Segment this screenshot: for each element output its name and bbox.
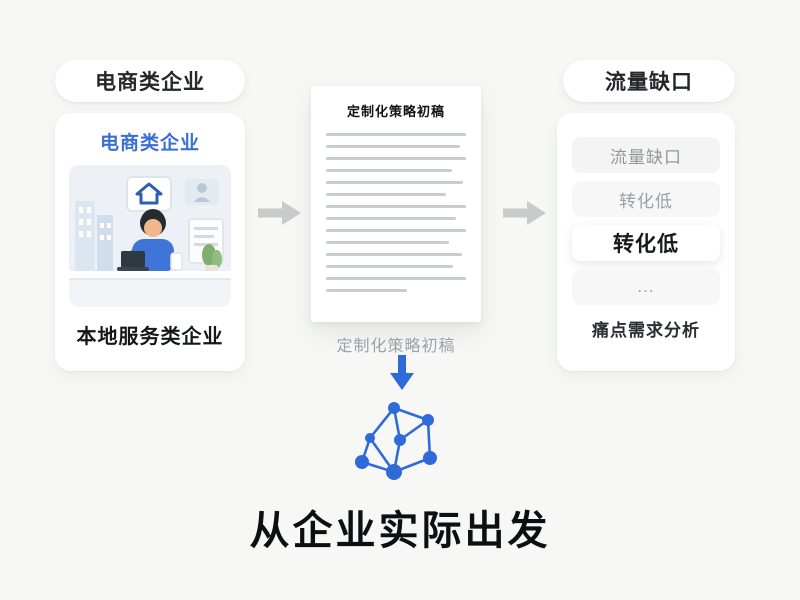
text-line — [326, 265, 454, 268]
enterprise-card: 电商类企业 — [55, 113, 245, 371]
right-pill-label: 流量缺口 — [605, 71, 693, 94]
illustration-graphic — [69, 165, 231, 307]
pain-point-item-selected: 转化低 — [572, 225, 720, 261]
document-title: 定制化策略初稿 — [346, 104, 445, 119]
document-caption: 定制化策略初稿 — [336, 338, 456, 355]
pain-point-item: 流量缺口 — [572, 137, 720, 173]
arrow-down-icon — [390, 355, 414, 390]
enterprise-card-title: 电商类企业 — [99, 133, 200, 154]
diagram-headline: 从企业实际出发 — [249, 509, 551, 553]
text-line — [326, 277, 466, 280]
left-pill-label: 电商类企业 — [95, 71, 205, 94]
text-line — [326, 253, 462, 256]
pain-point-card: 流量缺口 转化低 转化低 ... 痛点需求分析 — [557, 113, 735, 371]
text-line — [326, 229, 466, 232]
pain-point-item: 转化低 — [572, 181, 720, 217]
right-category-pill: 流量缺口 — [563, 60, 735, 102]
pain-point-item-ellipsis: ... — [572, 269, 720, 305]
text-line — [326, 193, 447, 196]
text-line — [326, 157, 466, 160]
text-line — [326, 181, 464, 184]
strategy-document: 定制化策略初稿 — [311, 86, 481, 322]
network-graph-icon — [355, 402, 437, 480]
text-line — [326, 217, 457, 220]
enterprise-card-footer: 本地服务类企业 — [76, 326, 224, 348]
arrow-right-icon — [503, 201, 546, 225]
text-line — [326, 289, 408, 292]
text-line — [326, 145, 461, 148]
text-line — [326, 133, 466, 136]
text-line — [326, 169, 452, 172]
left-category-pill: 电商类企业 — [55, 60, 245, 102]
text-line — [326, 205, 466, 208]
text-line — [326, 241, 450, 244]
person-at-desk-illustration — [69, 165, 231, 307]
arrow-right-icon — [258, 201, 301, 225]
pain-point-card-footer: 痛点需求分析 — [592, 321, 700, 340]
document-text-lines — [311, 120, 481, 292]
